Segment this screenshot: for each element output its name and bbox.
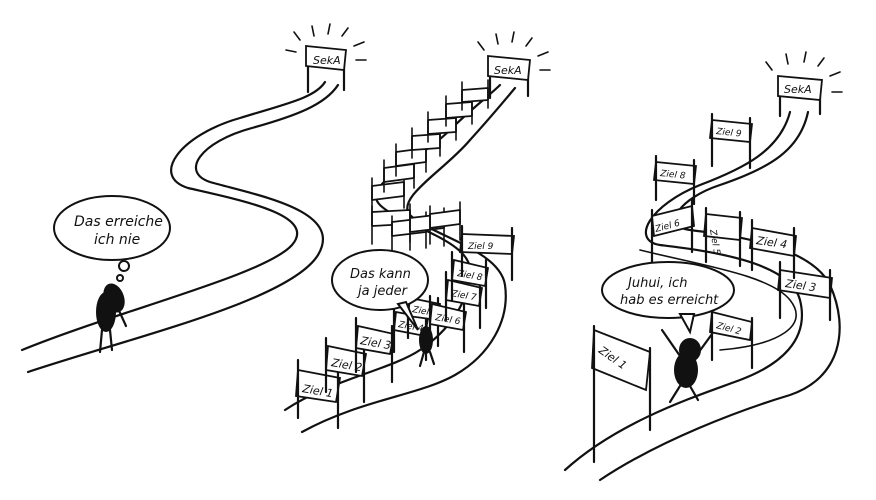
milestone-gate: Ziel 5 [703,206,743,268]
milestone-label: Ziel 6 [433,313,461,327]
milestone-label: Ziel 7 [449,289,477,303]
panel-right: SekA Ziel 1 Ziel 2 [563,51,843,482]
milestone-gate: Ziel 6 [428,294,468,354]
goal-sign-right: SekA [765,51,843,118]
speech-line-2: ich nie [94,232,140,248]
milestone-gate: Ziel 6 [650,198,695,264]
milestone-label: Ziel 4 [755,234,788,251]
speech-line-2: hab es erreicht [620,293,719,308]
milestone-gate: Ziel 9 [458,224,516,282]
road-edge-right [26,83,340,374]
figure-sad [96,283,128,354]
road-edge-right [300,86,517,434]
road-edge-left [20,80,327,352]
panel-middle: SekA Ziel 1 Ziel 2 [283,31,551,434]
speech-bubble-left: Das erreiche ich nie [53,195,171,282]
milestone-gate: Ziel 9 [709,112,753,170]
milestone-gate: Ziel 1 [591,324,652,464]
milestone-label: Ziel 9 [467,242,494,252]
milestone-label: Ziel 2 [329,356,363,374]
goal-sign-label: SekA [313,54,341,67]
road-edge-right [598,110,841,482]
distant-milestones-cluster [371,79,489,253]
speech-line-2: ja jeder [356,284,409,299]
glow-lines-icon [477,31,551,71]
speech-bubble-middle: Das kann ja jeder [331,249,429,331]
milestone-gate: Ziel 3 [777,260,833,322]
road-inner-curve [639,249,797,351]
figure-walking [418,326,436,368]
milestone-gate: Ziel 4 [749,218,797,280]
milestone-label: Ziel 9 [715,127,742,140]
goal-sign-left: SekA [285,23,367,94]
panel-left: SekA Das erreiche ich nie [20,23,367,374]
goal-sign-label: SekA [494,64,522,77]
milestone-gate: Ziel 2 [709,304,754,370]
speech-line-1: Das erreiche [74,214,163,230]
milestone-label: Ziel 4 [396,320,424,334]
figure-cheering [660,328,714,404]
milestone-gate: Ziel 3 [354,316,396,384]
goal-sign-label: SekA [784,83,812,96]
milestone-label: Ziel 8 [659,169,686,182]
speech-line-1: Juhui, ich [625,276,687,291]
milestone-gate: Ziel 7 [444,270,484,330]
speech-bubble-right: Juhui, ich hab es erreicht [601,261,735,335]
milestone-label: Ziel 3 [358,334,392,352]
milestone-label: Ziel 5 [707,228,721,256]
road-edge-left [563,110,803,472]
milestone-gate: Ziel 8 [653,154,697,206]
speech-line-1: Das kann [350,267,411,282]
milestone-label: Ziel 3 [784,277,817,294]
glow-lines-icon [285,23,367,61]
goal-sign-middle: SekA [477,31,551,100]
glow-lines-icon [765,51,843,93]
